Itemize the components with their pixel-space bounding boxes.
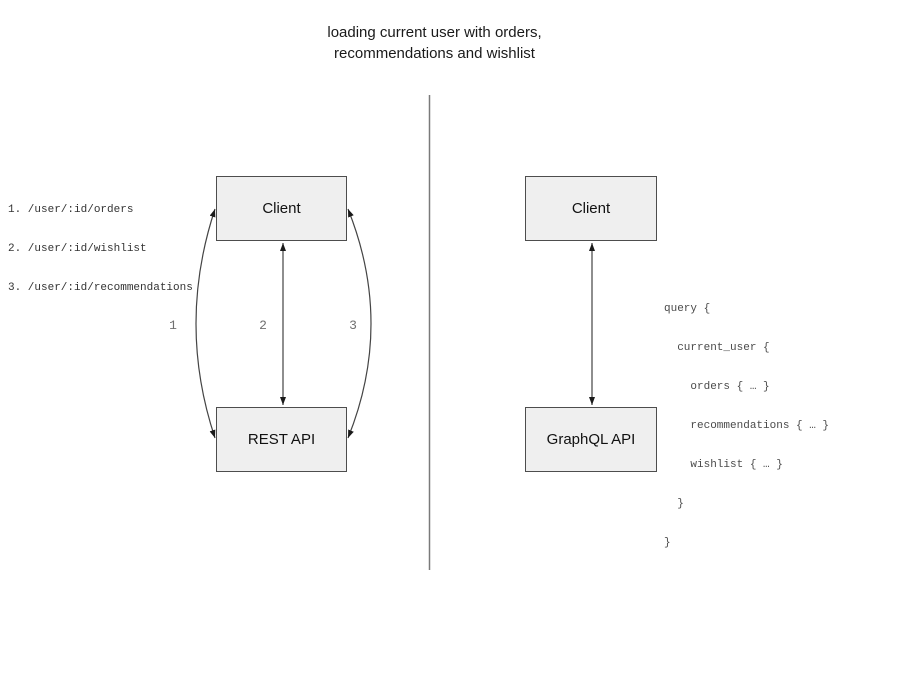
rest-arrow-1: [195, 208, 216, 439]
graphql-client-box: Client: [525, 176, 657, 241]
graphql-api-box-label: GraphQL API: [546, 431, 636, 448]
diagram-title: loading current user with orders, recomm…: [0, 22, 869, 64]
rest-endpoint-wishlist: 2. /user/:id/wishlist: [8, 243, 147, 255]
rest-arrow-label-2: 2: [259, 318, 267, 333]
graphql-api-box: GraphQL API: [525, 407, 657, 472]
rest-endpoint-orders: 1. /user/:id/orders: [8, 204, 134, 216]
rest-arrow-label-3: 3: [349, 318, 357, 333]
rest-client-box: Client: [216, 176, 347, 241]
graphql-query-snippet: query { current_user { orders { … } reco…: [664, 277, 829, 576]
diagram-title-line2: recommendations and wishlist: [334, 45, 535, 62]
graphql-query-line: }: [664, 498, 684, 510]
graphql-query-line: }: [664, 537, 671, 549]
graphql-client-box-label: Client: [571, 200, 611, 217]
rest-arrow-label-1: 1: [169, 318, 177, 333]
diagram-title-line1: loading current user with orders,: [327, 24, 542, 41]
rest-api-box-label: REST API: [247, 431, 316, 448]
graphql-query-line: recommendations { … }: [664, 420, 830, 432]
rest-endpoint-recommendations: 3. /user/:id/recommendations: [8, 282, 193, 294]
graphql-query-line: wishlist { … }: [664, 459, 783, 471]
rest-endpoints-list: 1. /user/:id/orders 2. /user/:id/wishlis…: [8, 178, 193, 321]
graphql-query-line: query {: [664, 303, 711, 315]
rest-client-box-label: Client: [262, 200, 301, 217]
graphql-query-line: current_user {: [664, 342, 770, 354]
rest-api-box: REST API: [216, 407, 347, 472]
graphql-query-line: orders { … }: [664, 381, 770, 393]
